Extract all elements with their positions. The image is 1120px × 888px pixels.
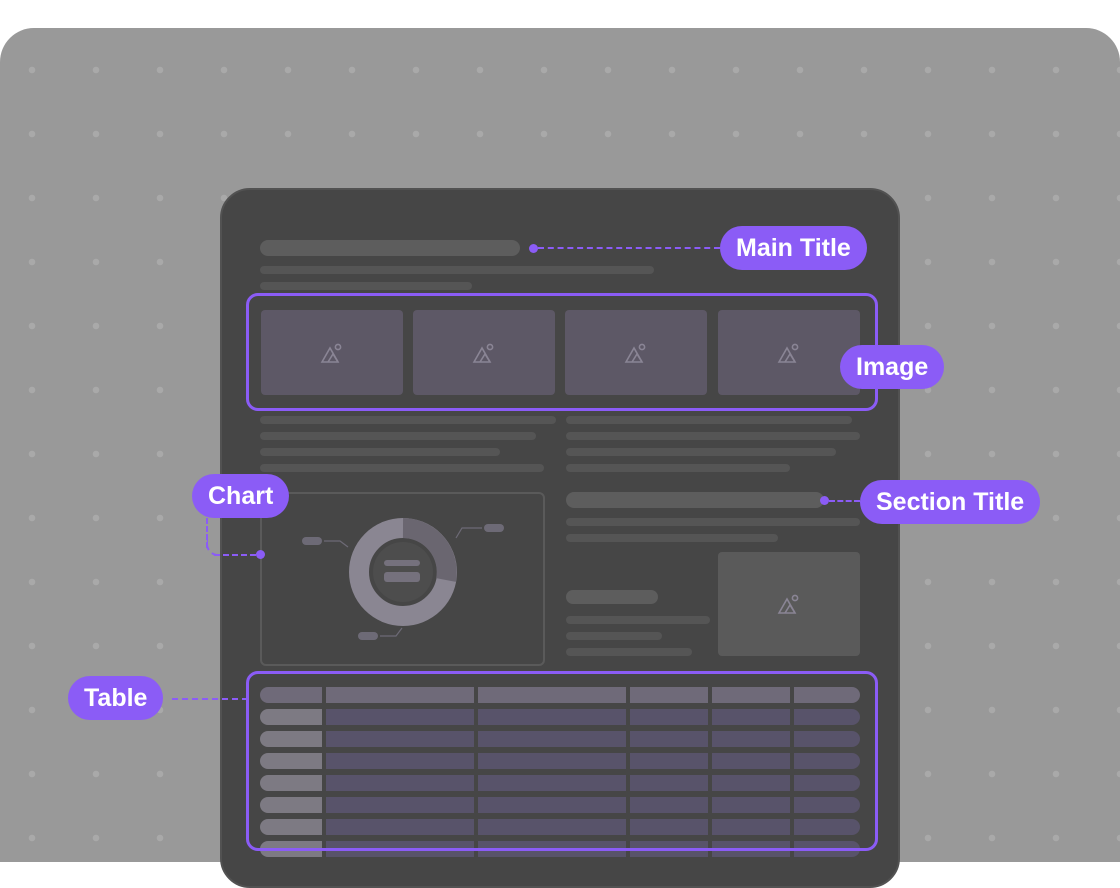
table-cell [260,775,322,791]
table-cell [326,731,474,747]
table-header-cell [712,687,790,703]
table-cell [794,819,860,835]
table-cell [794,709,860,725]
main-title-placeholder [260,240,520,256]
text-line [566,448,836,456]
image-placeholder-icon [472,343,494,363]
table-connector [172,698,248,700]
text-line [566,648,692,656]
section-title-label: Section Title [860,480,1041,524]
image-placeholder-icon [624,343,646,363]
table-cell [326,819,474,835]
image-placeholder-icon [320,343,342,363]
table-label: Table [68,676,164,720]
table-cell [630,775,708,791]
main-title-connector [538,247,720,249]
text-line [260,416,556,424]
table-cell [478,709,626,725]
table-cell [260,753,322,769]
table-cell [478,775,626,791]
table-cell [630,753,708,769]
main-title-anchor-dot [529,244,538,253]
table-cell [794,797,860,813]
table-cell [630,819,708,835]
main-title-label: Main Title [720,226,867,270]
section-title-anchor-dot [820,496,829,505]
table-cell [326,753,474,769]
table-cell [260,819,322,835]
table-cell [630,709,708,725]
table-cell [326,797,474,813]
table-cell [260,731,322,747]
text-line [260,432,536,440]
chart-connector-vertical [206,518,208,548]
chart-connector-corner [206,540,220,556]
table-cell [794,775,860,791]
table-cell [326,709,474,725]
image-label: Image [840,345,945,389]
table-cell [712,775,790,791]
subtitle-line [260,266,654,274]
text-line [260,464,544,472]
text-line [566,416,852,424]
image-thumbnail [718,310,860,395]
table-cell [712,819,790,835]
table-cell [260,797,322,813]
table-cell [712,731,790,747]
table-cell [478,819,626,835]
section-title-connector [829,500,860,502]
table-cell [712,797,790,813]
image-thumbnail [413,310,555,395]
table-cell [794,753,860,769]
subheading-placeholder [566,590,658,604]
table-header-cell [794,687,860,703]
table-highlight [246,671,878,851]
table-cell [630,731,708,747]
table-cell [712,709,790,725]
table-header-cell [630,687,708,703]
text-line [566,432,860,440]
table-header-cell [478,687,626,703]
image-thumbnail [261,310,403,395]
table-cell [630,797,708,813]
chart-anchor-dot [256,550,265,559]
document-page [220,188,900,888]
text-line [566,632,662,640]
table-cell [260,709,322,725]
chart-label: Chart [192,474,290,518]
text-line [260,448,500,456]
image-placeholder-icon [777,343,799,363]
table-cell [478,731,626,747]
section-title-placeholder [566,492,824,508]
text-line [566,464,790,472]
section-image [718,552,860,656]
table-cell [478,797,626,813]
donut-chart [302,518,504,640]
chart-connector-horizontal [214,554,256,556]
chart-frame [260,492,545,666]
text-line [566,534,778,542]
image-thumbnail [565,310,707,395]
table-cell [478,753,626,769]
table-cell [712,753,790,769]
table-header-cell [260,687,322,703]
text-line [566,616,710,624]
subtitle-line [260,282,472,290]
table-cell [794,731,860,747]
table-cell [326,775,474,791]
text-line [566,518,860,526]
table-header-cell [326,687,474,703]
image-highlight [246,293,878,411]
image-placeholder-icon [777,594,799,614]
